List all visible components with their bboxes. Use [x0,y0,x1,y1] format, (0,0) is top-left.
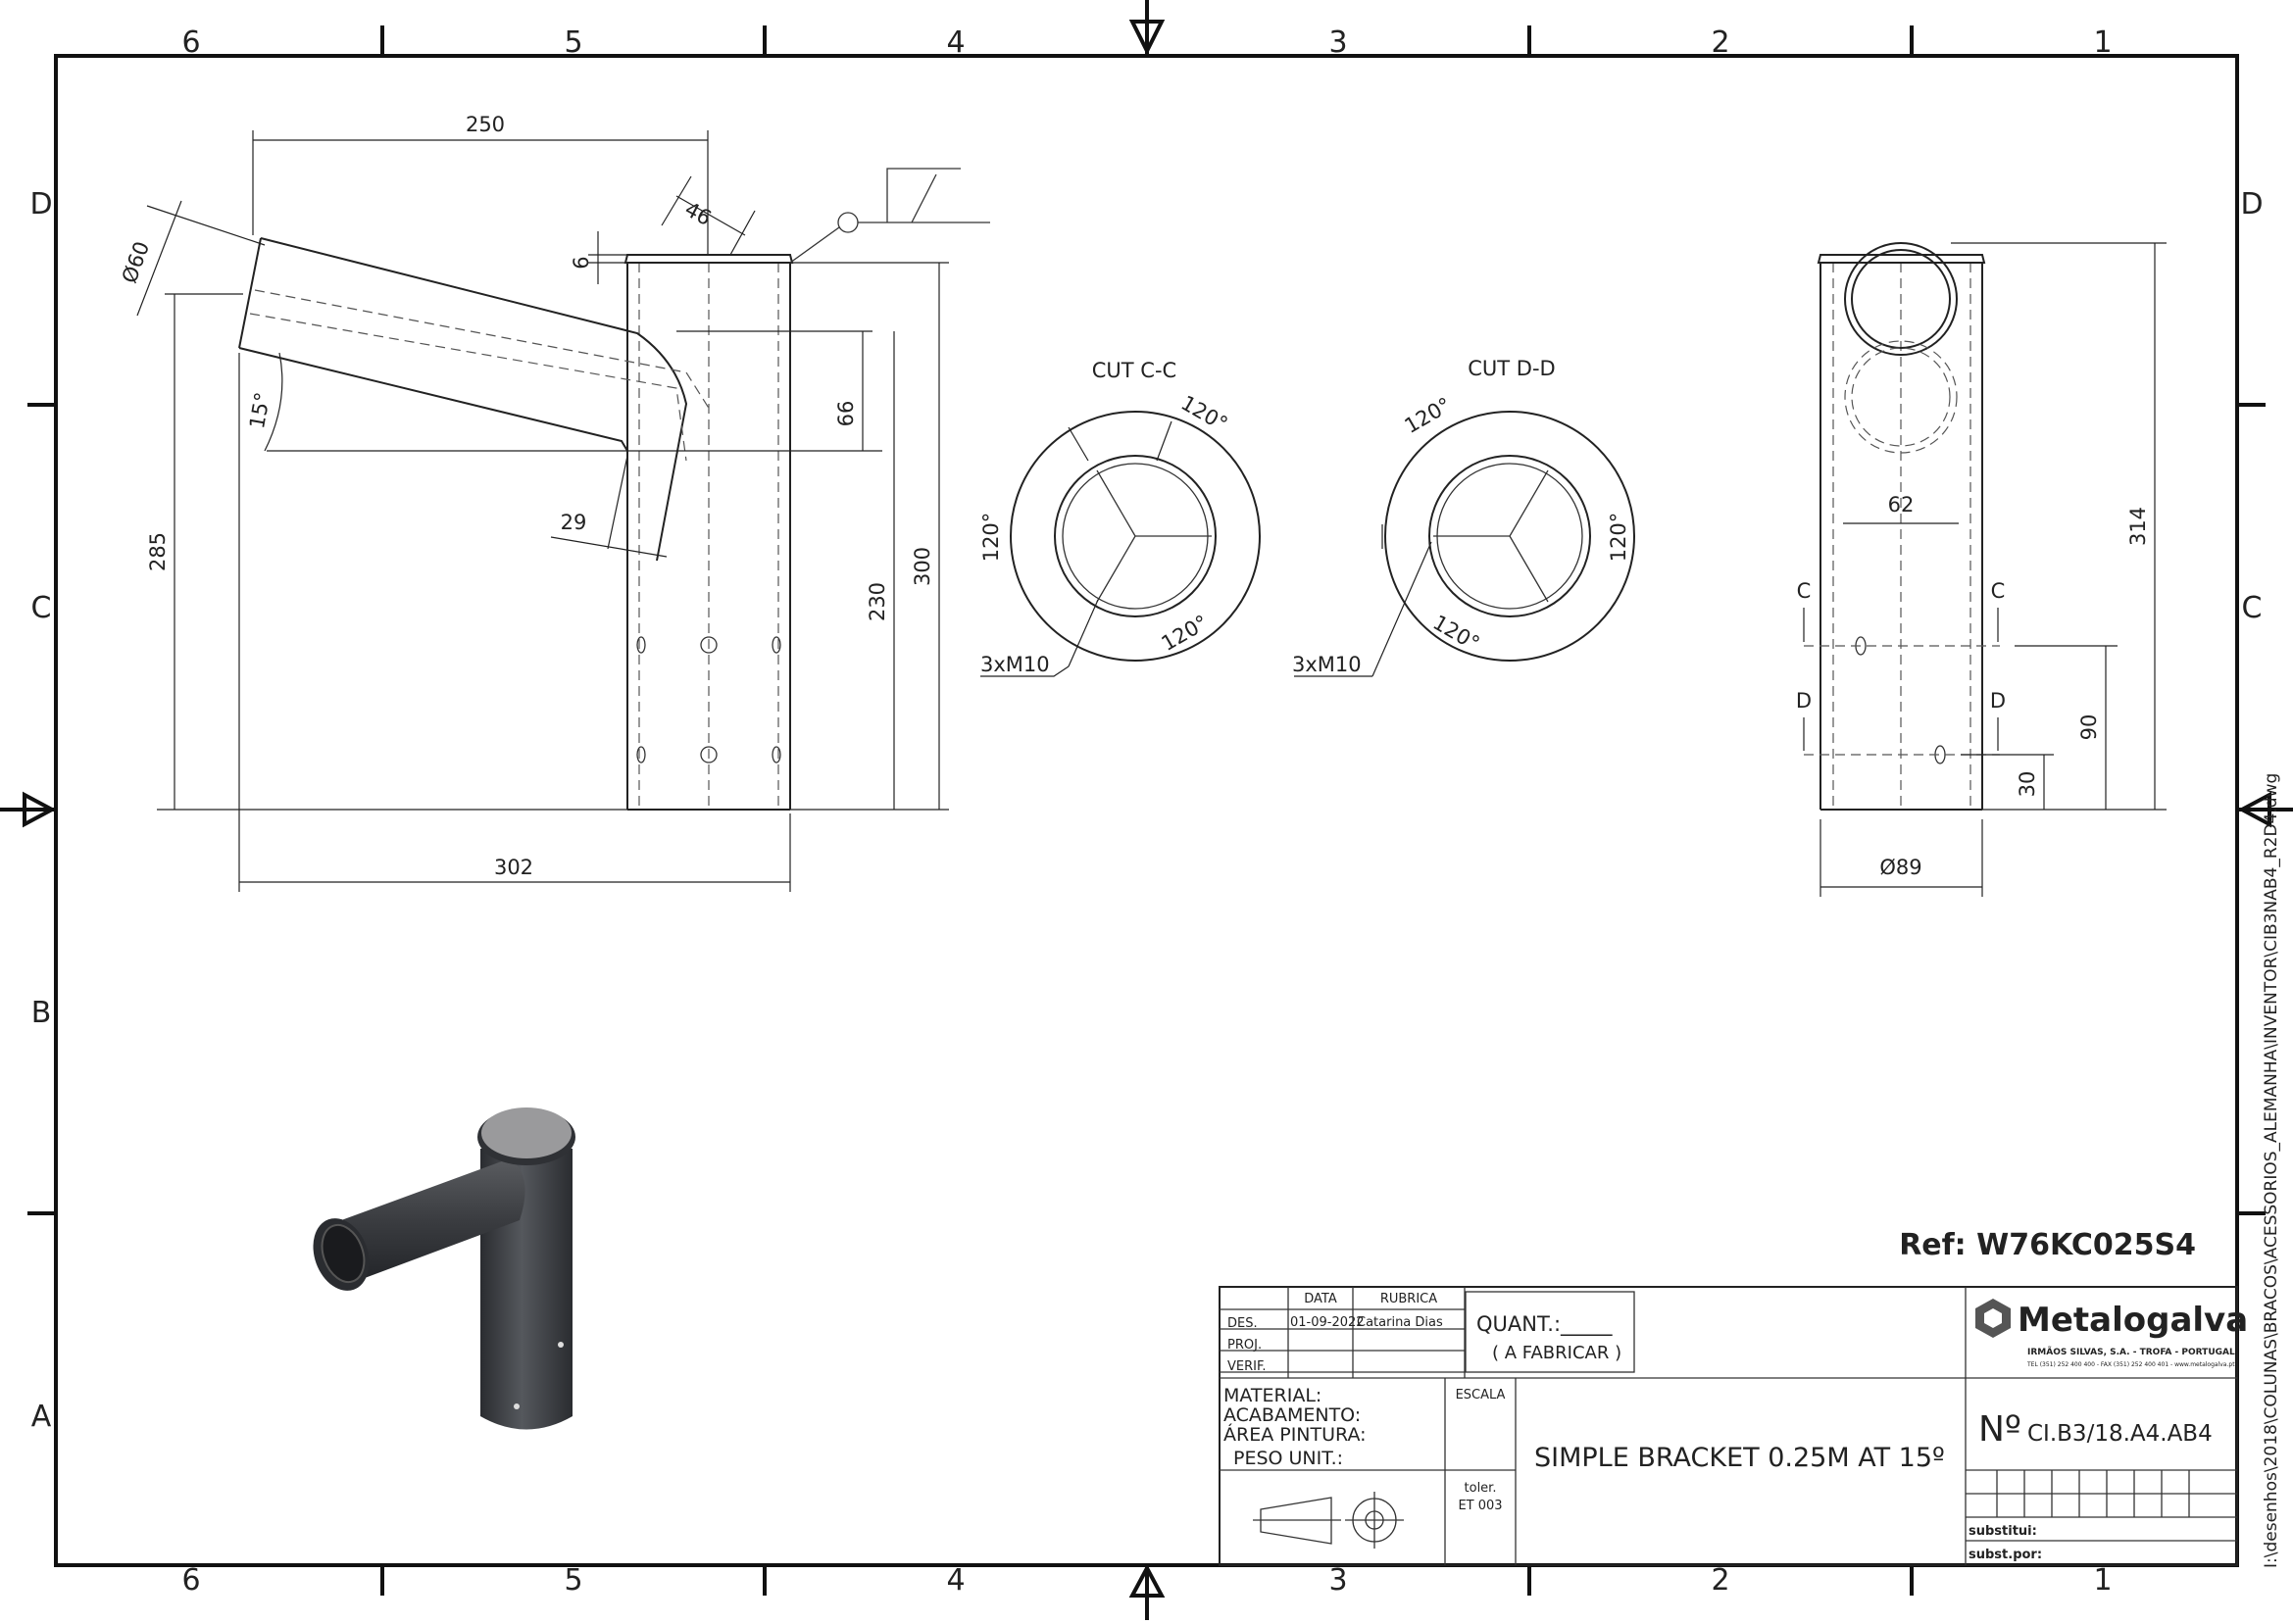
company-name: Metalogalva [2018,1301,2248,1340]
grid-col-6-top: 6 [181,25,200,60]
cut-cc-title: CUT C-C [1092,359,1176,382]
dim-66: 66 [834,401,858,427]
cut-dd-angle-b: 120° [1607,513,1630,563]
cut-cc-angle-a: 120° [1177,391,1232,436]
grid-row-b-left: B [31,996,52,1030]
tb-col-rubrica: RUBRICA [1380,1292,1437,1306]
projection-symbol-icon [1253,1492,1404,1549]
drawing-title: SIMPLE BRACKET 0.25M AT 15º [1534,1443,1945,1473]
tb-number-prefix: Nº [1978,1409,2021,1450]
dim-30: 30 [2016,771,2039,798]
reference-code: Ref: W76KC025S4 [1899,1228,2196,1262]
dim-314: 314 [2126,507,2150,546]
dim-angle-15: 15° [245,390,274,430]
grid-col-5-bottom: 5 [564,1563,582,1598]
company-contact: TEL (351) 252 400 400 - FAX (351) 252 40… [2026,1361,2235,1368]
cut-cc-angle-b: 120° [979,513,1003,563]
grid-col-2-top: 2 [1711,25,1729,60]
side-view: C C D D 62 314 90 30 Ø89 [1796,242,2167,897]
tb-row-des: DES. [1227,1316,1258,1331]
bracket-3d-render [313,1107,575,1430]
grid-row-d-left: D [29,187,52,221]
company-logo: Metalogalva IRMÃOS SILVAS, S.A. - TROFA … [1975,1299,2248,1368]
tb-des-name: Catarina Dias [1357,1315,1443,1330]
grid-col-1-bottom: 1 [2093,1563,2112,1598]
file-path: I:\desenhos\2018\COLUNAS\BRACOS\ACESSORI… [2262,773,2281,1568]
tb-quant: QUANT.:_____ [1476,1312,1613,1337]
tb-peso-unit: PESO UNIT.: [1233,1448,1343,1469]
dim-dia60: Ø60 [118,238,154,286]
cut-dd-angle-a: 120° [1401,393,1456,438]
tb-material: MATERIAL: [1223,1385,1321,1406]
grid-row-d-right: D [2240,187,2263,221]
cut-cc-thread: 3xM10 [980,653,1050,676]
grid-col-2-bottom: 2 [1711,1563,1729,1598]
dim-302: 302 [494,856,533,879]
tb-toler: toler. [1465,1481,1497,1496]
tb-escala: ESCALA [1456,1388,1506,1403]
tb-des-date: 01-09-2022 [1290,1315,1365,1330]
tb-substitui: substitui: [1969,1524,2037,1539]
dim-230: 230 [866,582,889,621]
dim-90: 90 [2077,714,2101,741]
grid-labels: 6 5 4 3 2 1 6 5 4 3 2 1 D C B A D C [29,25,2263,1598]
grid-row-c-left: C [31,591,52,625]
cut-dd-title: CUT D-D [1468,357,1555,380]
grid-ticks [27,25,2266,1596]
section-mark-c-left: C [1797,579,1812,603]
tb-acabamento: ACABAMENTO: [1223,1404,1361,1426]
cut-cc-view: CUT C-C 120° 120° 120° 3xM10 [979,359,1261,677]
grid-col-4-top: 4 [946,25,965,60]
grid-col-4-bottom: 4 [946,1563,965,1598]
grid-row-c-right: C [2242,591,2263,625]
front-view: 250 46 6 Ø60 15° 66 29 285 230 300 302 [118,113,990,892]
grid-col-6-bottom: 6 [181,1563,200,1598]
tb-subst-por: subst.por: [1969,1548,2042,1562]
tb-et: ET 003 [1458,1499,1502,1513]
cut-cc-angle-c: 120° [1158,611,1213,656]
tb-area-pintura: ÁREA PINTURA: [1223,1423,1367,1446]
dim-285: 285 [146,532,170,571]
dim-300: 300 [911,547,934,586]
section-mark-d-left: D [1796,689,1812,713]
section-mark-d-right: D [1990,689,2006,713]
title-block: DATA RUBRICA DES. PROJ. VERIF. 01-09-202… [1219,1286,2248,1566]
grid-row-a-left: A [31,1400,52,1434]
grid-col-1-top: 1 [2093,25,2112,60]
grid-col-3-bottom: 3 [1328,1563,1347,1598]
dim-250: 250 [466,113,505,136]
tb-row-proj: PROJ. [1227,1338,1262,1353]
tb-number: CI.B3/18.A4.AB4 [2027,1421,2213,1447]
company-address: IRMÃOS SILVAS, S.A. - TROFA - PORTUGAL [2027,1347,2235,1357]
section-mark-c-right: C [1991,579,2006,603]
tb-row-verif: VERIF. [1227,1359,1267,1374]
cut-dd-view: CUT D-D 120° 120° 120° 3xM10 [1292,357,1635,677]
cut-dd-thread: 3xM10 [1292,653,1362,676]
tb-col-data: DATA [1304,1292,1337,1306]
dim-dia89: Ø89 [1879,856,1921,879]
tb-a-fabricar: ( A FABRICAR ) [1492,1343,1621,1363]
grid-col-3-top: 3 [1328,25,1347,60]
dim-6: 6 [570,256,593,269]
grid-col-5-top: 5 [564,25,582,60]
dim-29: 29 [561,511,587,534]
dim-62: 62 [1888,493,1915,517]
